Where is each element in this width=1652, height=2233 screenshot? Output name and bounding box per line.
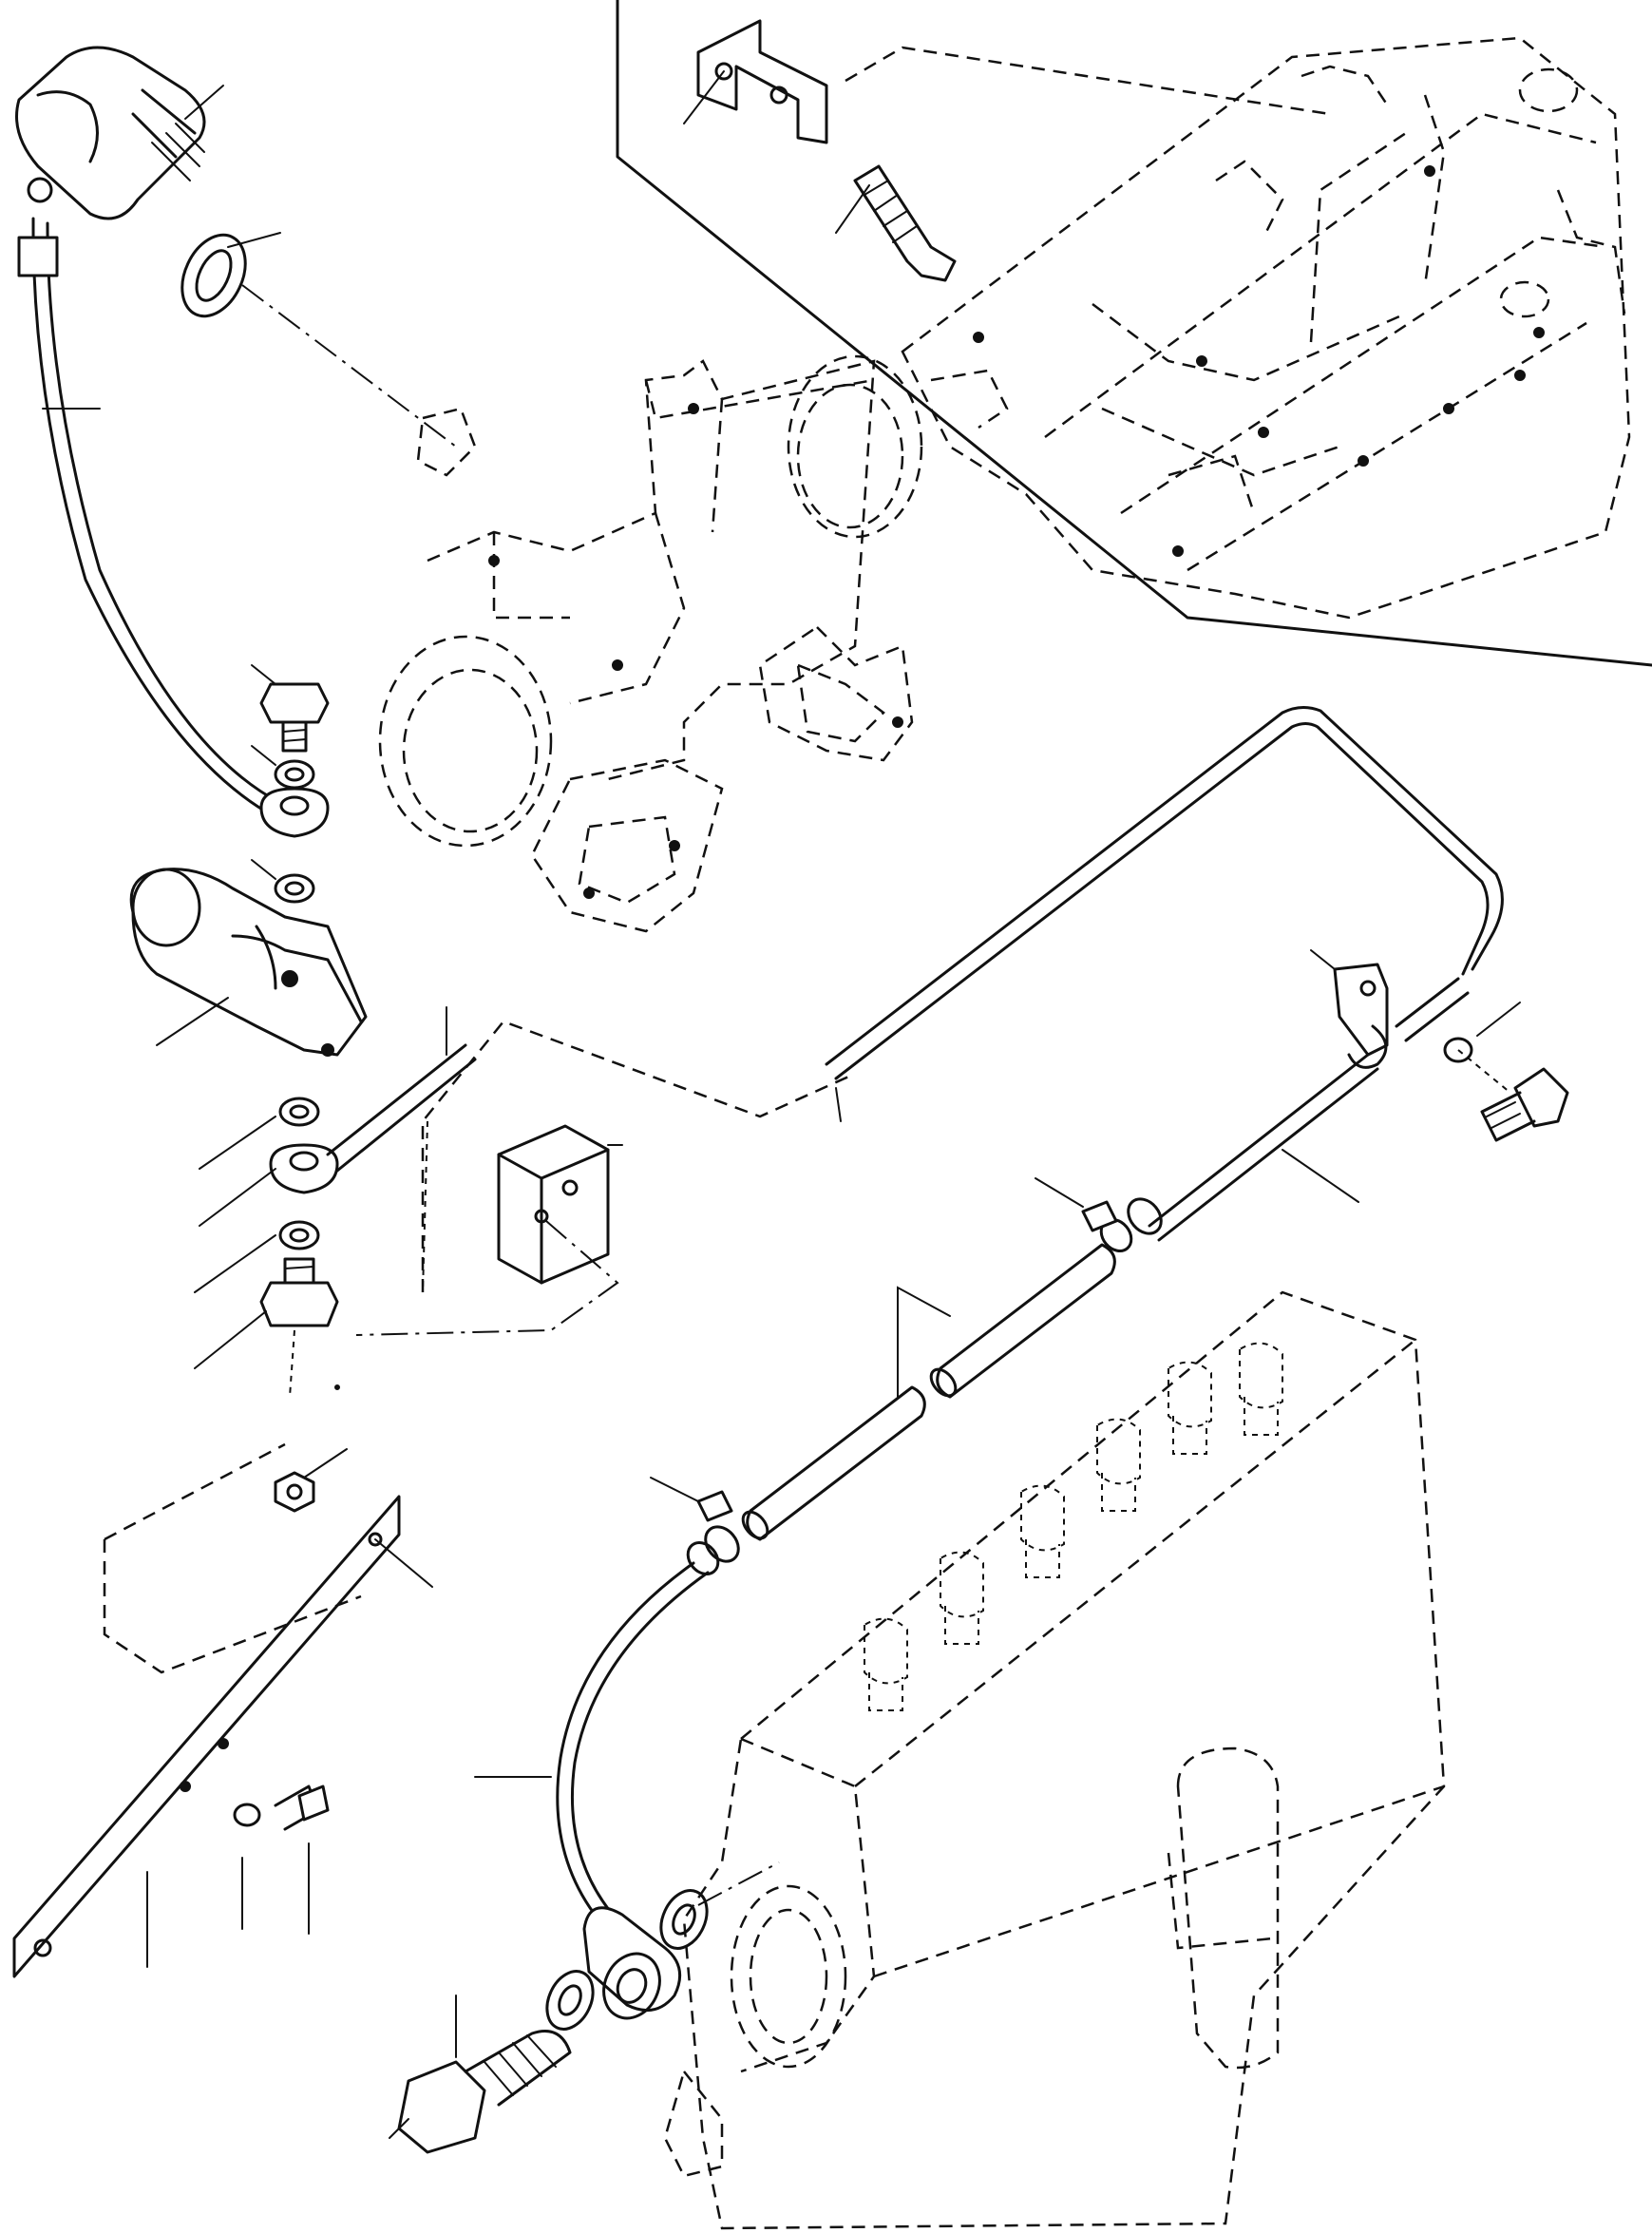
hose-clamps <box>650 1177 1163 1575</box>
injection-pump <box>663 1290 1446 2230</box>
clip-bolt <box>1443 1002 1569 1142</box>
solenoid-banjo-fittings <box>194 1006 477 1369</box>
feed-pipe <box>474 1561 710 1921</box>
pressure-sensor <box>15 46 224 220</box>
glow-plug <box>835 164 957 282</box>
bracket-nut-bolt <box>233 1448 348 1831</box>
sensor-pipe <box>17 217 282 819</box>
pump-outlets <box>864 1342 1283 1711</box>
banjo-bolt-upper <box>251 664 330 904</box>
pipe-clip-bracket <box>1310 949 1389 1069</box>
cylinder-head <box>616 0 1652 667</box>
manifold-port-nipple <box>416 407 477 477</box>
angle-bracket <box>683 19 828 144</box>
sensor-washer <box>180 232 457 448</box>
stray-dot <box>334 1384 340 1390</box>
long-fuel-pipe <box>825 706 1504 1122</box>
bracket-bar <box>12 1442 433 1978</box>
solenoid-block <box>129 868 368 1057</box>
guide-dotted <box>289 1329 295 1398</box>
intake-manifold <box>378 354 923 933</box>
short-fuel-pipe <box>1148 1053 1379 1242</box>
banjo-bolt-lower <box>389 1861 780 2154</box>
mounting-plate <box>355 1020 856 1336</box>
